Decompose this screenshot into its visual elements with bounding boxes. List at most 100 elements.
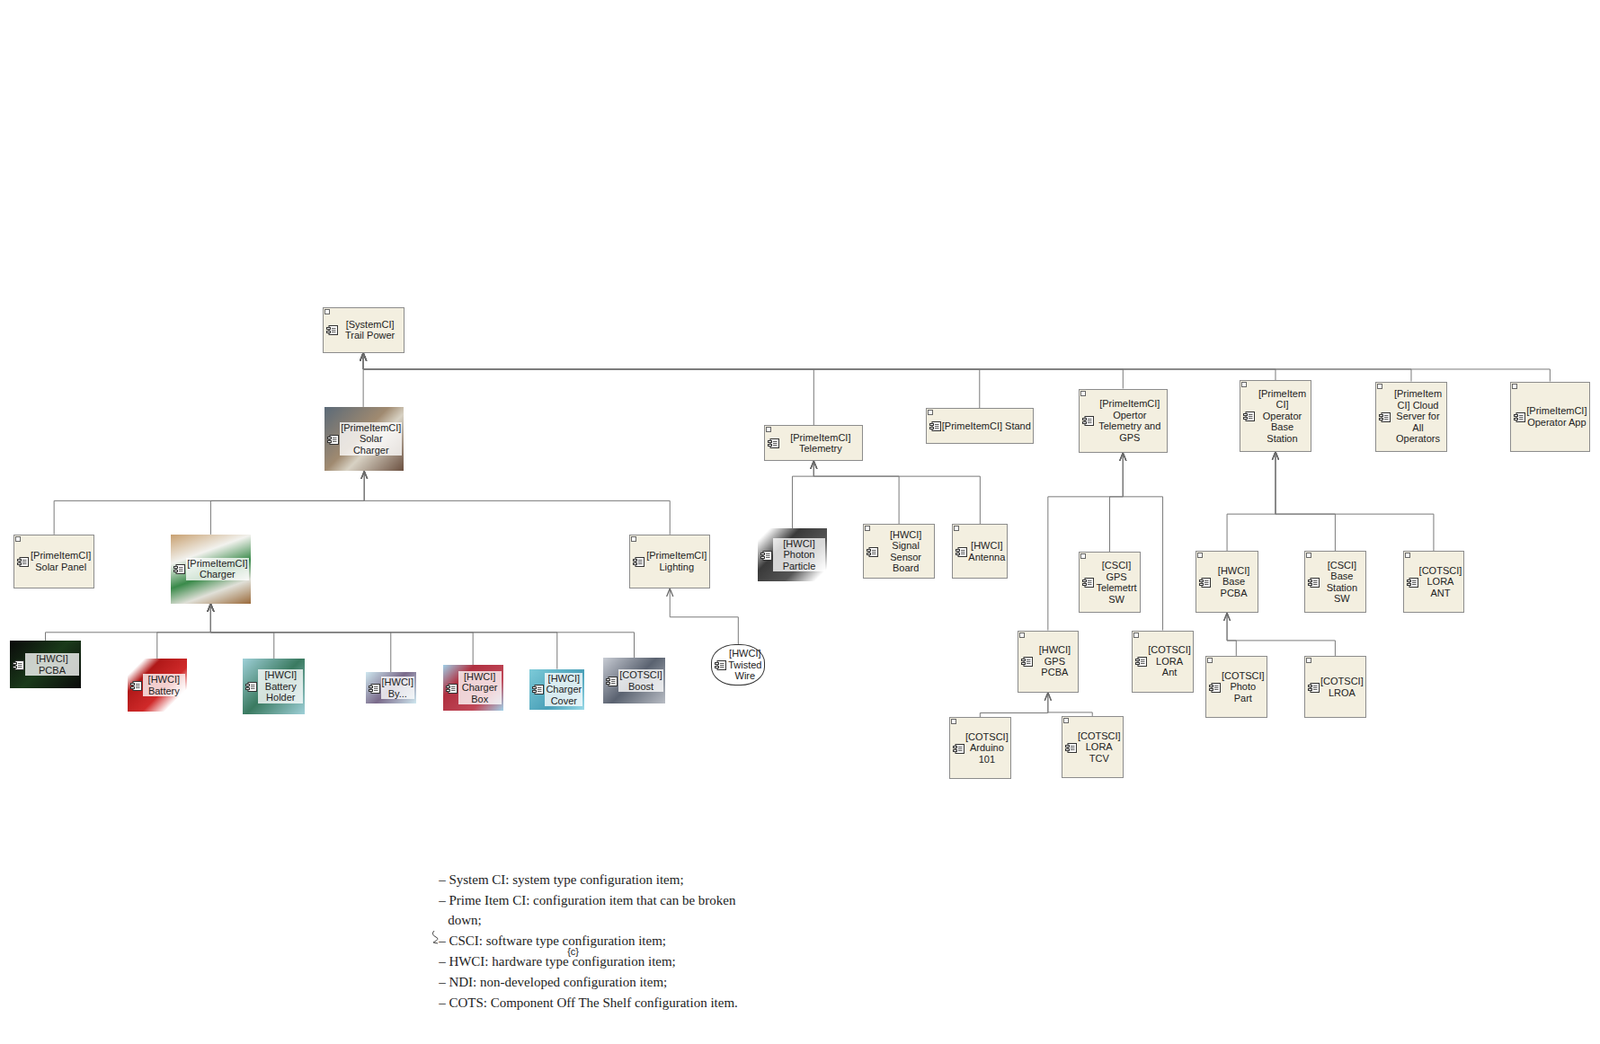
- tree-connector: [363, 353, 814, 427]
- collapse-mark: [1133, 632, 1139, 639]
- ci-label: [COTSCI] Photo Part: [1221, 670, 1265, 705]
- ci-box: [COTSCI] Arduino 101: [949, 717, 1012, 780]
- ci-text: [PrimeItem CI] Cloud Server for All Oper…: [1391, 384, 1444, 450]
- ci-label: [HWCI] Charger Cover: [544, 673, 583, 708]
- note-line: – COTS: Component Off The Shelf configur…: [438, 993, 765, 1014]
- tree-connector: [1275, 452, 1434, 552]
- collapse-mark: [1404, 552, 1411, 559]
- ci-text: [PrimeItemCI] Opertor Telemetry and GPS: [1094, 391, 1165, 452]
- ci-icon: [632, 557, 645, 568]
- ci-label: [HWCI] Base PCBA: [1211, 565, 1255, 600]
- ci-icon: [955, 547, 968, 558]
- ci-icon: [767, 438, 780, 449]
- collapse-mark: [1080, 391, 1086, 397]
- tree-connector: [791, 461, 814, 529]
- ci-label: [COTSCI] LORA TCV: [1077, 730, 1121, 765]
- collapse-mark: [953, 525, 960, 532]
- image-ci-box: [PrimeItemCI] Solar Charger: [324, 407, 404, 472]
- ci-text: [HWCI] Antenna: [968, 526, 1005, 576]
- tree-connector: [363, 353, 1412, 383]
- ci-icon: [1065, 743, 1077, 754]
- collapse-mark: [927, 409, 934, 416]
- tree-connector: [363, 353, 1123, 390]
- ci-box: [COTSCI] LORA ANT: [1403, 551, 1465, 614]
- ci-label: [PrimeItemCI] Telemetry: [780, 432, 861, 455]
- ci-text: [HWCI] GPS PCBA: [1033, 633, 1076, 691]
- ci-text: [HWCI] Charger Box: [458, 666, 502, 710]
- ci-box: [PrimeItemCI] Lighting: [629, 534, 711, 589]
- collapse-mark: [765, 426, 772, 433]
- ci-icon: [1513, 412, 1526, 423]
- ci-label: [PrimeItemCI] Operator App: [1526, 405, 1588, 428]
- ci-icon: [714, 660, 727, 671]
- image-ci-box: [PrimeItemCI] Charger: [170, 534, 251, 605]
- image-ci-box: [HWCI] Battery: [127, 658, 187, 712]
- ci-box: [COTSCI] LORA Ant: [1131, 631, 1194, 694]
- ci-box: [PrimeItem CI] Operator Base Station: [1239, 380, 1311, 452]
- collapse-mark: [324, 309, 330, 315]
- ci-label: [HWCI] Signal Sensor Board: [879, 529, 932, 575]
- ci-text: [SystemCI] Trail Power: [338, 310, 402, 351]
- ci-text: [HWCI] Base PCBA: [1211, 553, 1255, 611]
- ci-icon: [929, 421, 942, 432]
- tree-connector: [1226, 613, 1236, 657]
- ci-icon: [1307, 683, 1320, 694]
- ci-box: [PrimeItemCI] Operator App: [1510, 382, 1591, 453]
- ci-label: [HWCI] Battery: [142, 674, 186, 697]
- stray-mark: {c}: [567, 946, 598, 958]
- ci-text: [COTSCI] LORA Ant: [1147, 633, 1192, 691]
- ci-label: [COTSCI] LROA: [1320, 675, 1364, 699]
- tree-connector: [1275, 452, 1335, 552]
- image-ci-box: [HWCI] PCBA: [9, 640, 80, 689]
- ci-icon: [1135, 657, 1147, 667]
- pen-squiggle: [432, 931, 438, 944]
- tree-connector: [363, 353, 1550, 383]
- ci-label: [PrimeItem CI] Operator Base Station: [1255, 388, 1308, 445]
- ci-label: [COTSCI] Boost: [618, 669, 664, 693]
- ci-box: [COTSCI] LORA TCV: [1061, 716, 1124, 779]
- ci-label: [PrimeItemCI] Stand: [942, 420, 1032, 433]
- ci-icon: [1243, 411, 1255, 422]
- ci-text: [CSCI] GPS Telemetrt SW: [1094, 554, 1138, 611]
- image-ci-box: [HWCI] Photon Particle: [757, 528, 827, 582]
- ci-text: [COTSCI] LROA: [1320, 658, 1364, 716]
- ci-text: [PrimeItemCI] Operator App: [1526, 384, 1588, 450]
- ci-icon: [1199, 577, 1211, 588]
- ci-box: [HWCI] Signal Sensor Board: [862, 524, 934, 578]
- tree-connector: [363, 353, 980, 409]
- collapse-mark: [1241, 382, 1247, 388]
- ci-text: [HWCI] By...: [381, 674, 415, 703]
- ci-icon: [445, 684, 458, 694]
- ci-box: [CSCI] Base Station SW: [1304, 551, 1367, 614]
- ci-label: [CSCI] Base Station SW: [1320, 560, 1364, 605]
- tree-connector: [210, 471, 365, 534]
- ci-label: [COTSCI] LORA Ant: [1147, 644, 1192, 679]
- ci-icon: [952, 744, 965, 755]
- ci-label: [PrimeItemCI] Charger: [186, 558, 249, 581]
- ci-text: [HWCI] Signal Sensor Board: [879, 526, 932, 576]
- collapse-mark: [1197, 552, 1203, 559]
- tree-connector: [1226, 613, 1335, 657]
- ci-box: [PrimeItemCI] Stand: [925, 408, 1034, 445]
- ci-icon: [866, 547, 879, 558]
- ci-box: [PrimeItem CI] Cloud Server for All Oper…: [1375, 382, 1447, 453]
- ci-text: [PrimeItemCI] Solar Charger: [339, 408, 402, 471]
- collapse-mark: [1019, 632, 1025, 639]
- tree-connector: [1110, 453, 1124, 552]
- tree-connector: [813, 461, 899, 525]
- ci-icon: [605, 676, 618, 687]
- tree-connector: [669, 588, 738, 645]
- ci-label: [SystemCI] Trail Power: [338, 319, 402, 342]
- ci-icon: [130, 681, 143, 692]
- collapse-mark: [1377, 383, 1383, 390]
- image-ci-box: [HWCI] Twisted Wire: [711, 644, 765, 686]
- note-line: – System CI: system type configuration i…: [438, 870, 765, 890]
- ci-icon: [1307, 577, 1320, 588]
- ci-icon: [173, 564, 186, 575]
- ci-text: [COTSCI] LORA TCV: [1077, 719, 1121, 776]
- ci-label: [COTSCI] Arduino 101: [965, 731, 1009, 766]
- ci-label: [PrimeItemCI] Lighting: [645, 550, 708, 573]
- ci-icon: [327, 435, 339, 445]
